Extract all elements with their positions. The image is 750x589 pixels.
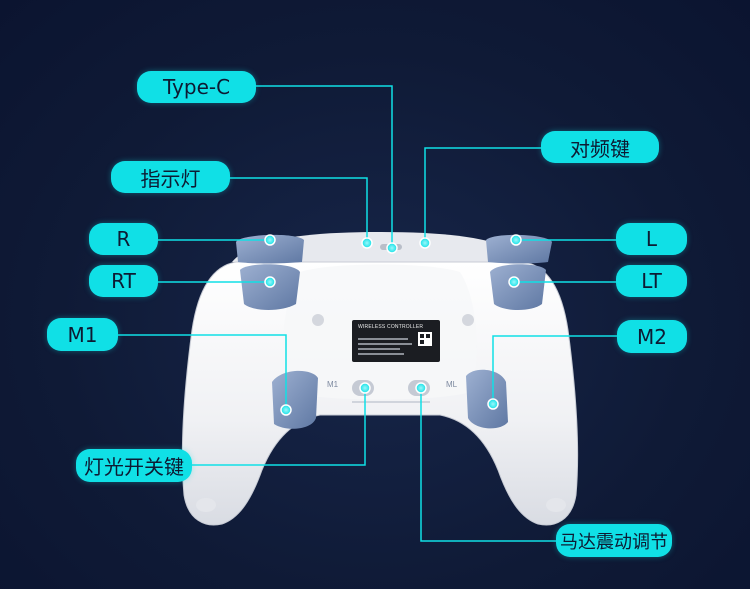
label-sticker	[352, 320, 440, 362]
anchor-dots	[264, 234, 522, 416]
callout-rt-label: RT	[111, 269, 136, 293]
callout-m2: M2	[617, 320, 687, 353]
callout-pairing-label: 对频键	[570, 136, 630, 161]
callout-l-label: L	[645, 227, 658, 251]
callout-light-switch-label: 灯光开关键	[84, 455, 184, 479]
back-mark-right: ML	[446, 380, 458, 389]
callout-r: R	[89, 223, 158, 255]
callout-pairing: 对频键	[541, 131, 659, 163]
callout-m1-label: M1	[67, 322, 98, 347]
callout-r-label: R	[116, 227, 131, 251]
dot-r	[264, 234, 276, 246]
callout-m1: M1	[47, 318, 118, 351]
callout-light-switch: 灯光开关键	[76, 449, 192, 482]
back-mark-left: M1	[327, 380, 339, 389]
dot-indicator	[361, 237, 373, 249]
sticker-title: WIRELESS CONTROLLER	[358, 324, 424, 330]
dot-pairing	[419, 237, 431, 249]
screw-hole-right	[462, 314, 474, 326]
lt-trigger	[490, 264, 546, 310]
l-bumper	[486, 234, 552, 264]
callout-rt: RT	[89, 265, 158, 297]
callout-lt: LT	[616, 265, 687, 297]
callout-motor-adjust: 马达震动调节	[556, 524, 672, 557]
left-grip-end	[196, 498, 216, 512]
r-bumper	[236, 234, 304, 264]
dot-l	[510, 234, 522, 246]
m2-paddle	[466, 369, 508, 429]
dot-m2	[487, 398, 499, 410]
line-motor-adjust	[420, 388, 556, 542]
line-light-switch	[192, 388, 366, 466]
dot-light-switch	[359, 382, 371, 394]
callout-motor-adjust-label: 马达震动调节	[560, 531, 668, 553]
line-m1	[118, 334, 287, 409]
line-indicator	[230, 177, 368, 241]
callout-l: L	[616, 223, 687, 255]
line-type-c	[256, 85, 393, 245]
screw-hole-left	[312, 314, 324, 326]
dot-rt	[264, 276, 276, 288]
callout-m2-label: M2	[637, 324, 667, 349]
callout-lt-label: LT	[641, 269, 662, 293]
leader-lines	[118, 85, 617, 542]
callout-type-c-label: Type-C	[162, 75, 231, 99]
dot-motor-adjust	[415, 382, 427, 394]
shoulder-buttons	[236, 234, 552, 310]
right-grip-end	[546, 498, 566, 512]
dot-lt	[508, 276, 520, 288]
line-m2	[492, 335, 617, 403]
callout-indicator-label: 指示灯	[140, 166, 201, 191]
dot-m1	[280, 404, 292, 416]
line-pairing	[424, 147, 541, 241]
callout-type-c: Type-C	[137, 71, 256, 103]
dot-type-c	[386, 242, 398, 254]
callout-indicator: 指示灯	[111, 161, 230, 193]
m1-paddle	[272, 370, 318, 429]
